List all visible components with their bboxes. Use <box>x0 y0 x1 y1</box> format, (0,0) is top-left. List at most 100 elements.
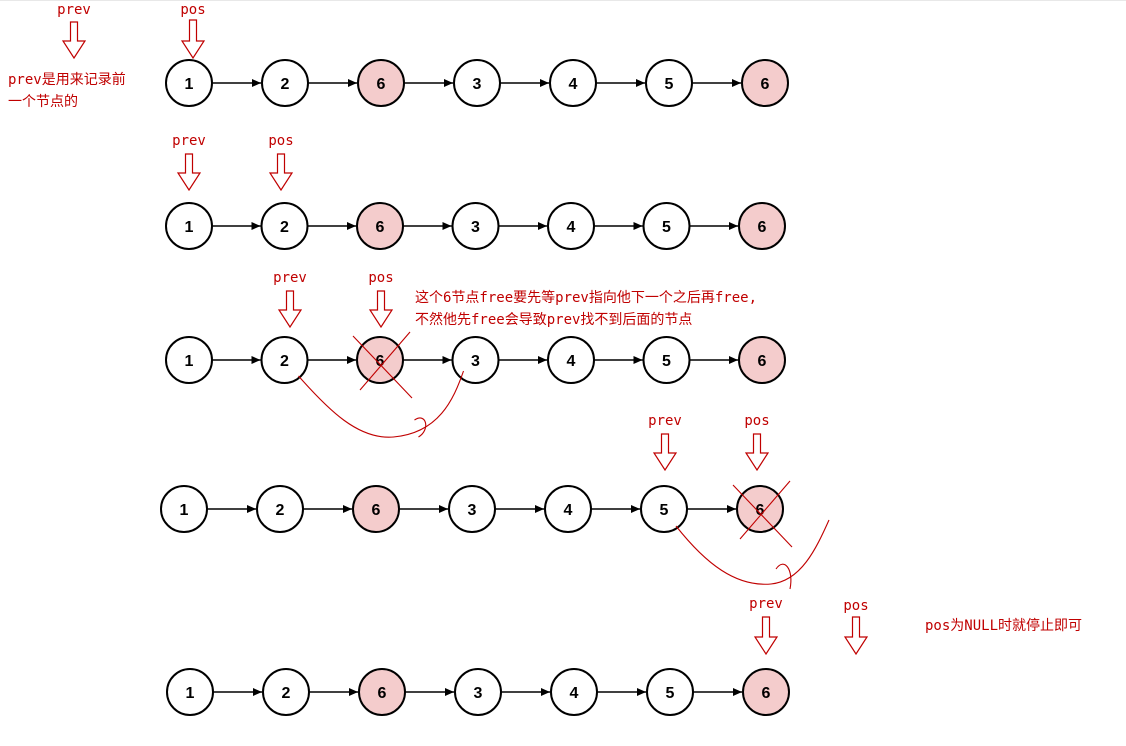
list-node-value: 2 <box>280 219 289 236</box>
bypass-link-curve <box>675 519 830 585</box>
pos-pointer-label: pos <box>268 133 293 149</box>
list-node-circle <box>260 336 309 384</box>
list-node-value: 2 <box>280 353 289 370</box>
pos-pointer-arrow <box>268 153 294 192</box>
list-node-circle <box>256 485 304 533</box>
list-node-circle <box>165 336 213 384</box>
list-node-circle <box>738 202 786 250</box>
list-node-value: 6 <box>758 219 767 236</box>
list-node-value: 3 <box>471 219 480 236</box>
pos-pointer-label: pos <box>843 598 868 614</box>
list-node-value: 4 <box>567 219 576 236</box>
prev-pointer-arrow <box>753 616 779 656</box>
list-node-circle <box>356 336 404 384</box>
list-node-circle <box>262 668 310 716</box>
list-node-circle <box>165 59 213 107</box>
list-node-value: 6 <box>758 353 767 370</box>
list-node-circle <box>550 668 598 716</box>
prev-pointer-label: prev <box>172 133 206 149</box>
list-node-value: 3 <box>473 76 482 93</box>
list-node-value: 2 <box>282 685 291 702</box>
pos-pointer-arrow <box>843 616 869 656</box>
list-node-value: 1 <box>180 502 189 519</box>
list-node-circle <box>453 59 501 107</box>
list-node-value: 4 <box>570 685 579 702</box>
list-node-value: 4 <box>569 76 578 93</box>
list-node-circle <box>356 202 404 250</box>
list-node-value: 4 <box>564 502 573 519</box>
list-node-value: 1 <box>185 219 194 236</box>
list-node-value: 5 <box>660 502 669 519</box>
list-node-value: 4 <box>567 353 576 370</box>
delete-cross-mark <box>359 331 411 391</box>
list-node-value: 3 <box>468 502 477 519</box>
free-note-line2: 不然他先free会导致prev找不到后面的节点 <box>415 311 692 328</box>
list-node-value: 5 <box>662 353 671 370</box>
list-node-circle <box>454 668 502 716</box>
list-node-circle <box>357 59 405 107</box>
stop-note: pos为NULL时就停止即可 <box>925 617 1082 634</box>
list-node-circle <box>640 485 688 533</box>
bypass-link-curl <box>775 563 792 590</box>
pos-pointer-label: pos <box>744 413 769 429</box>
list-node-circle <box>358 668 406 716</box>
delete-cross-mark <box>352 335 413 399</box>
list-node-value: 3 <box>474 685 483 702</box>
list-node-value: 6 <box>377 76 386 93</box>
list-node-value: 5 <box>662 219 671 236</box>
list-node-circle <box>544 485 592 533</box>
list-node-circle <box>352 485 400 533</box>
prev-note-line1: prev是用来记录前 <box>8 71 126 88</box>
list-node-value: 2 <box>276 502 285 519</box>
prev-pointer-label: prev <box>648 413 682 429</box>
pos-pointer-arrow <box>368 290 394 329</box>
prev-pointer-arrow <box>652 433 678 472</box>
list-node-circle <box>547 202 595 250</box>
list-node-circle <box>451 202 500 250</box>
list-node-circle <box>260 202 309 250</box>
list-node-value: 1 <box>185 353 194 370</box>
list-node-circle <box>741 59 789 107</box>
list-node-circle <box>451 336 500 384</box>
free-note-line1: 这个6节点free要先等prev指向他下一个之后再free, <box>415 289 757 306</box>
list-node-value: 6 <box>762 685 771 702</box>
list-node-circle <box>646 668 694 716</box>
list-node-circle <box>642 202 691 250</box>
list-node-circle <box>736 485 784 533</box>
list-node-circle <box>547 336 595 384</box>
list-node-circle <box>165 202 213 250</box>
list-node-value: 1 <box>186 685 195 702</box>
list-node-value: 5 <box>666 685 675 702</box>
list-node-circle <box>642 336 691 384</box>
list-node-circle <box>261 59 309 107</box>
top-divider <box>0 0 1126 1</box>
list-node-value: 6 <box>378 685 387 702</box>
bypass-link-curve <box>298 370 465 438</box>
list-node-circle <box>742 668 790 716</box>
prev-pointer-arrow <box>277 290 303 329</box>
prev-pointer-arrow <box>61 21 87 60</box>
list-node-value: 6 <box>376 219 385 236</box>
list-node-value: 2 <box>281 76 290 93</box>
prev-pointer-arrow <box>176 153 202 192</box>
list-node-circle <box>166 668 214 716</box>
prev-note-line2: 一个节点的 <box>8 94 78 110</box>
list-node-circle <box>549 59 597 107</box>
prev-pointer-label: prev <box>57 2 91 18</box>
list-node-circle <box>738 336 786 384</box>
list-node-value: 6 <box>376 353 385 370</box>
pos-pointer-label: pos <box>180 2 205 18</box>
prev-pointer-label: prev <box>749 596 783 612</box>
pos-pointer-label: pos <box>368 270 393 286</box>
prev-pointer-label: prev <box>273 270 307 286</box>
pos-pointer-arrow <box>744 433 770 472</box>
pos-pointer-arrow <box>180 19 206 60</box>
bypass-link-curl <box>414 417 427 438</box>
list-node-value: 6 <box>372 502 381 519</box>
list-node-circle <box>645 59 693 107</box>
delete-cross-mark <box>739 480 791 540</box>
list-node-circle <box>448 485 496 533</box>
list-node-value: 3 <box>471 353 480 370</box>
